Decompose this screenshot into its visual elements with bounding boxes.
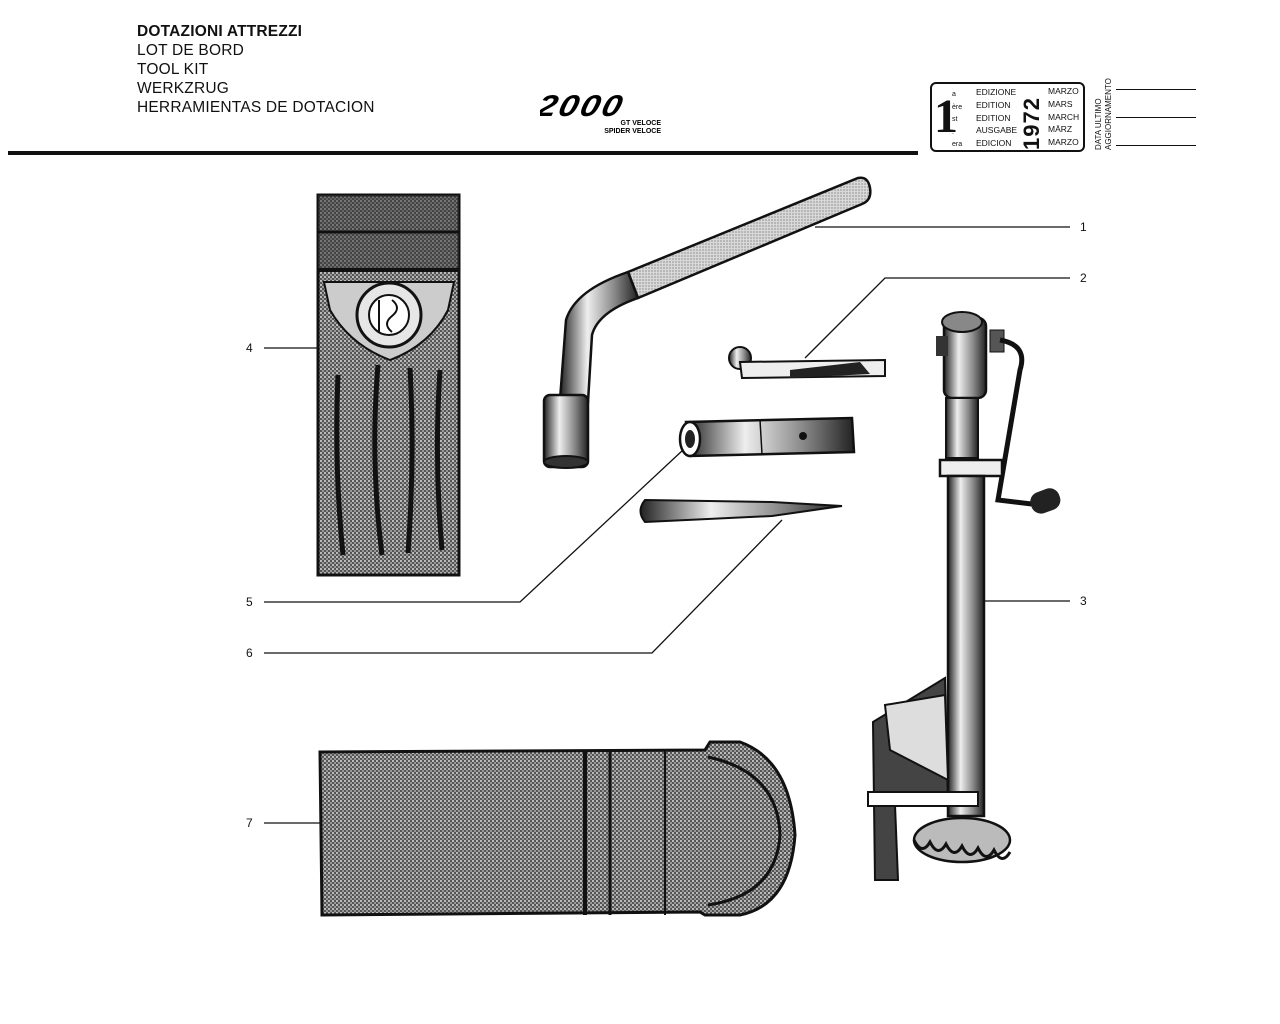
- callout-1: 1: [1080, 220, 1087, 234]
- header-rule: [8, 151, 918, 155]
- edition-box: 1 a ère st . era EDIZIONE EDITION EDITIO…: [930, 82, 1085, 152]
- edition-number: 1: [934, 90, 958, 143]
- update-line: [1116, 89, 1196, 90]
- update-line: [1116, 117, 1196, 118]
- logo-main: 2000: [540, 90, 629, 122]
- callout-6: 6: [246, 646, 253, 660]
- edition-word: EDIZIONE: [976, 87, 1017, 97]
- title-italian: DOTAZIONI ATTREZZI: [137, 23, 303, 40]
- callout-4: 4: [246, 341, 253, 355]
- callout-2: 2: [1080, 271, 1087, 285]
- leader-lines: [264, 226, 1070, 824]
- logo-line2: SPIDER VELOCE: [604, 128, 661, 135]
- wheel-brace: [542, 176, 872, 469]
- edition-month: MARZO: [1048, 86, 1079, 96]
- edition-words: EDIZIONE EDITION EDITION AUSGABE EDICION: [976, 86, 1017, 150]
- callout-3: 3: [1080, 594, 1087, 608]
- tool-roll: [316, 193, 461, 577]
- edition-month: MARS: [1048, 98, 1073, 109]
- edition-word: AUSGABE: [976, 125, 1018, 136]
- title-spanish: HERRAMIENTAS DE DOTACION: [137, 99, 375, 116]
- edition-word: EDICION: [976, 138, 1012, 149]
- callout-5: 5: [246, 595, 253, 609]
- edition-month: MARZO: [1048, 137, 1079, 148]
- edition-suffix: .: [952, 128, 954, 136]
- edition-suffix: a: [952, 91, 956, 98]
- jack: [867, 311, 1061, 881]
- tool-bag: [318, 740, 797, 917]
- edition-word: EDITION: [976, 99, 1011, 110]
- title-german: WERKZRUG: [137, 80, 230, 97]
- edition-word: EDITION: [976, 112, 1011, 123]
- logo-line1: GT VELOCE: [621, 120, 662, 127]
- model-logo: 2000 GT VELOCE SPIDER VELOCE: [540, 90, 662, 135]
- edition-suffix: era: [952, 141, 963, 148]
- tommy-bar: [639, 498, 843, 524]
- edition-month: MARCH: [1048, 111, 1080, 122]
- header-titles: DOTAZIONI ATTREZZI LOT DE BORD TOOL KIT …: [137, 22, 375, 117]
- edition-suffix: ère: [952, 103, 963, 111]
- title-french: LOT DE BORD: [137, 42, 244, 59]
- edition-suffix: st: [952, 116, 958, 123]
- edition-month: MÄRZ: [1048, 124, 1073, 135]
- edition-months: MARZO MARS MARCH MÄRZ MARZO: [1048, 85, 1079, 149]
- screwdriver: [728, 346, 886, 380]
- title-english: TOOL KIT: [137, 61, 209, 78]
- box-spanner: [678, 416, 856, 458]
- callout-7: 7: [246, 816, 253, 830]
- edition-suffixes: a ère st . era: [952, 89, 962, 152]
- update-line: [1116, 145, 1196, 146]
